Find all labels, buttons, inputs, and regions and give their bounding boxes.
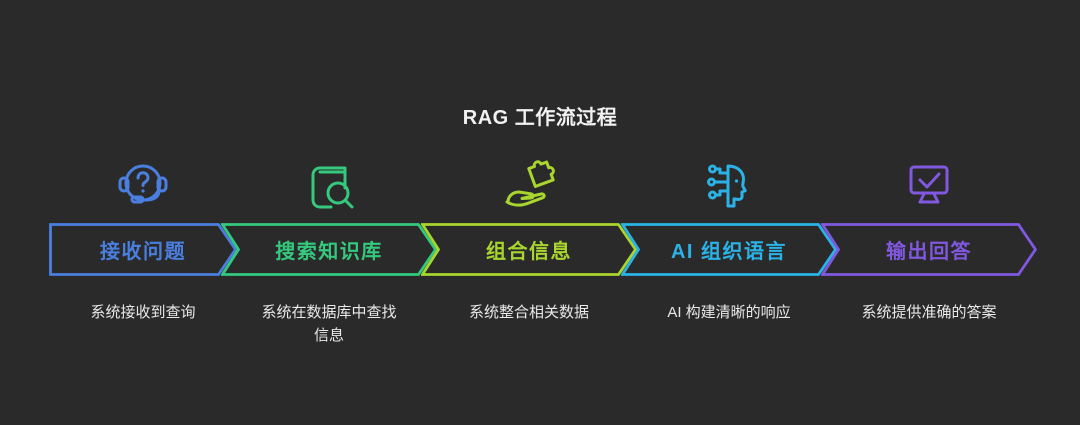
step-5-description: 系统提供准确的答案 (861, 304, 997, 321)
step-1-arrow: 接收问题 (49, 223, 237, 276)
page-title: RAG 工作流过程 (462, 107, 618, 129)
step-3-arrow: 组合信息 (421, 223, 637, 276)
step-4-arrow: AI 组织语言 (621, 223, 837, 276)
step-3-description: 系统整合相关数据 (468, 304, 589, 321)
ai-head-icon (698, 155, 760, 217)
monitor-check-icon (898, 155, 960, 217)
step-1-description: 系统接收到查询 (90, 304, 196, 321)
step-5-arrow: 输出回答 (821, 223, 1037, 276)
step-2-description: 系统在数据库中查找信息 (261, 304, 397, 344)
step-4-label: AI 组织语言 (670, 241, 788, 263)
headset-question-icon (112, 155, 174, 217)
step-3: 组合信息 系统整合相关数据 (421, 155, 637, 325)
book-search-icon (298, 155, 360, 217)
step-2-arrow: 搜索知识库 (221, 223, 437, 276)
step-3-label: 组合信息 (486, 241, 572, 263)
step-1-label: 接收问题 (100, 241, 186, 263)
step-4-description: AI 构建清晰的响应 (667, 304, 791, 321)
step-4: AI 组织语言 AI 构建清晰的响应 (621, 155, 837, 325)
hand-puzzle-icon (498, 155, 560, 217)
step-5-label: 输出回答 (886, 241, 972, 263)
step-2: 搜索知识库 系统在数据库中查找信息 (221, 155, 437, 347)
step-2-label: 搜索知识库 (275, 241, 383, 263)
step-1: 接收问题 系统接收到查询 (49, 155, 237, 325)
step-5: 输出回答 系统提供准确的答案 (821, 155, 1037, 325)
